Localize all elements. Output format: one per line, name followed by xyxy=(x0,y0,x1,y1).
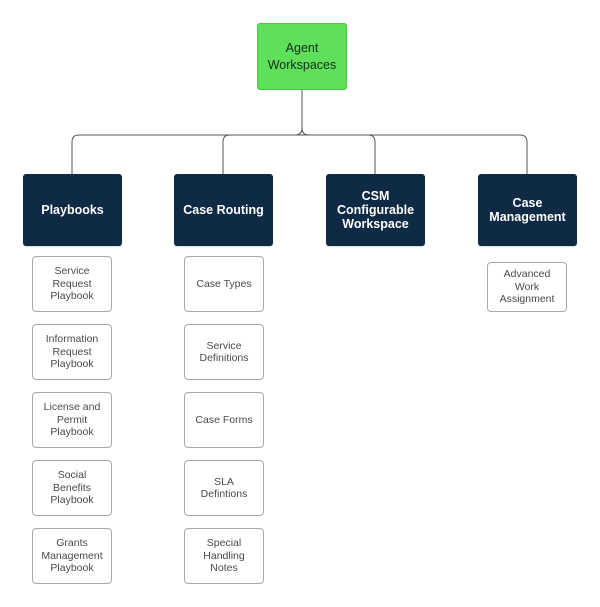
connector-root-trunk xyxy=(301,90,310,136)
playbooks-node: Playbooks xyxy=(23,174,122,246)
information-request-playbook-item: Information Request Playbook xyxy=(32,324,112,380)
case-routing-node: Case Routing xyxy=(174,174,273,246)
grants-management-playbook-item: Grants Management Playbook xyxy=(32,528,112,584)
connector-to-case-management xyxy=(519,134,528,174)
case-management-node: Case Management xyxy=(478,174,577,246)
special-handling-notes-item: Special Handling Notes xyxy=(184,528,264,584)
connector-to-playbooks xyxy=(71,134,80,174)
case-types-item: Case Types xyxy=(184,256,264,312)
csm-configurable-workspace-node: CSM Configurable Workspace xyxy=(326,174,425,246)
service-definitions-item: Service Definitions xyxy=(184,324,264,380)
advanced-work-assignment-item: Advanced Work Assignment xyxy=(487,262,567,312)
agent-workspaces-node: Agent Workspaces xyxy=(257,23,347,90)
connector-root-left xyxy=(294,127,303,136)
service-request-playbook-item: Service Request Playbook xyxy=(32,256,112,312)
case-forms-item: Case Forms xyxy=(184,392,264,448)
social-benefits-playbook-item: Social Benefits Playbook xyxy=(32,460,112,516)
sla-definitions-item: SLA Defintions xyxy=(184,460,264,516)
license-and-permit-playbook-item: License and Permit Playbook xyxy=(32,392,112,448)
connector-to-case-routing xyxy=(222,134,231,174)
connector-to-csm-workspace xyxy=(367,134,376,174)
